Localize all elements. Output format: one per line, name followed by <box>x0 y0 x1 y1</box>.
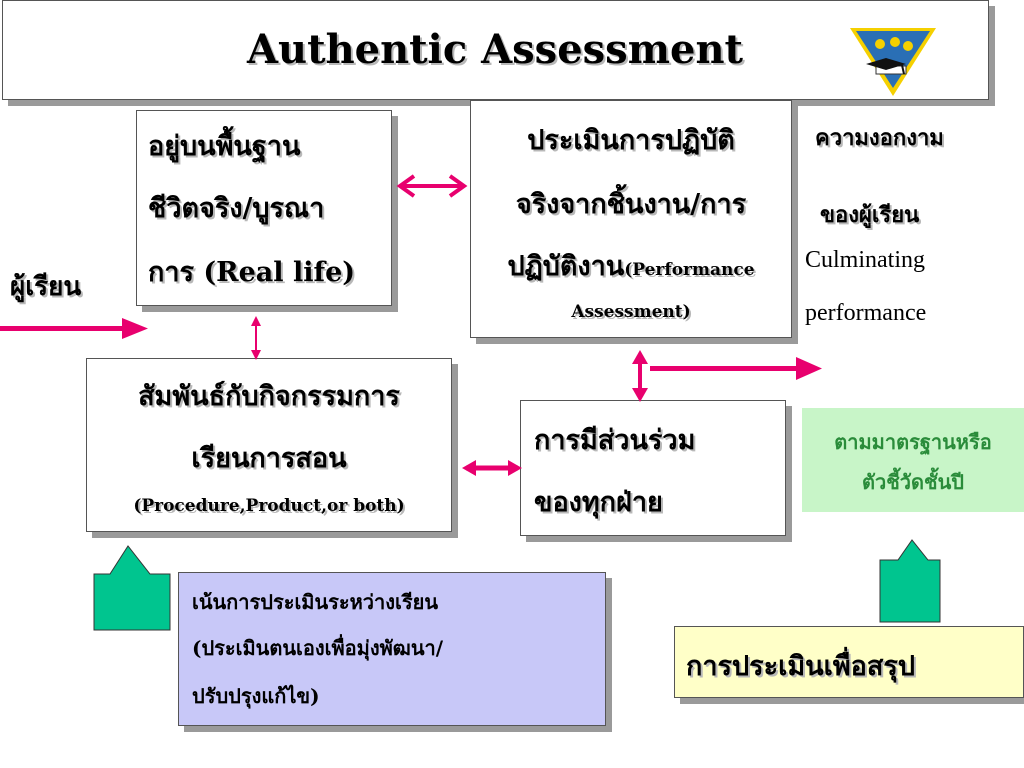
standards-line-1: ตามมาตรฐานหรือ <box>834 430 992 454</box>
double-arrow-icon <box>462 460 522 476</box>
double-arrow-icon <box>251 316 261 360</box>
learner-label: ผู้เรียน <box>10 272 82 302</box>
activities-line-1: สัมพันธ์กับกิจกรรมการ <box>138 381 400 412</box>
performance-line-3-en: (Performance <box>624 260 755 280</box>
activities-line-3: (Procedure,Product,or both) <box>133 496 405 516</box>
real-life-line-2: ชีวิตจริง/บูรณา <box>148 193 325 224</box>
performance-line-4: Assessment) <box>571 302 691 322</box>
page-title: Authentic Assessment <box>246 26 744 73</box>
graduation-logo-icon <box>850 28 936 98</box>
formative-line-2: (ประเมินตนเองเพื่อมุ่งพัฒนา/ <box>192 636 444 660</box>
participation-line-1: การมีส่วนร่วม <box>534 425 696 456</box>
standards-line-2: ตัวชี้วัดชั้นปี <box>862 470 964 494</box>
real-life-line-1: อยู่บนพื้นฐาน <box>148 131 301 162</box>
up-arrow-icon <box>93 545 171 631</box>
activities-line-2: เรียนการสอน <box>191 443 347 474</box>
culminating-line-1: ความงอกงาม <box>815 126 944 151</box>
double-arrow-icon <box>396 174 468 198</box>
performance-box <box>470 100 792 338</box>
double-arrow-icon <box>632 350 648 402</box>
culminating-line-3: Culminating <box>805 247 925 273</box>
formative-line-3: ปรับปรุงแก้ไข) <box>192 684 320 708</box>
summative-text: การประเมินเพื่อสรุป <box>686 651 915 682</box>
up-arrow-icon <box>879 539 941 623</box>
culminating-line-2: ของผู้เรียน <box>820 203 920 228</box>
activities-box <box>86 358 452 532</box>
real-life-line-3: การ (Real life) <box>148 257 356 288</box>
participation-box <box>520 400 786 536</box>
formative-box <box>178 572 606 726</box>
standards-box <box>802 408 1024 512</box>
summative-box <box>674 626 1024 698</box>
formative-line-1: เน้นการประเมินระหว่างเรียน <box>192 590 438 614</box>
title-banner <box>2 0 989 100</box>
right-arrow-icon <box>650 357 822 380</box>
right-arrow-icon <box>0 318 148 339</box>
performance-line-3-thai: ปฏิบัติงาน <box>507 251 625 282</box>
performance-line-2: จริงจากชิ้นงาน/การ <box>515 189 747 220</box>
real-life-box <box>136 110 392 306</box>
participation-line-2: ของทุกฝ่าย <box>534 487 663 518</box>
performance-line-1: ประเมินการปฏิบัติ <box>527 125 735 156</box>
performance-line-3: ปฏิบัติงาน(Performance <box>470 244 792 287</box>
culminating-line-4: performance <box>805 300 927 326</box>
